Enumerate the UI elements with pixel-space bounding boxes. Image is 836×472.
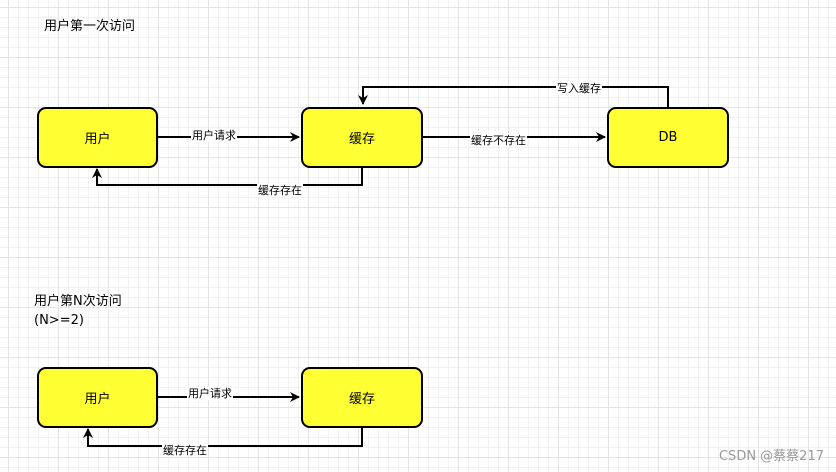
node-cache-2[interactable]: 缓存 (301, 367, 423, 428)
node-user-2[interactable]: 用户 (37, 367, 158, 428)
label-cache-exists-1: 缓存存在 (257, 184, 303, 197)
label-cache-not-exists-1: 缓存不存在 (470, 134, 527, 147)
node-cache-1[interactable]: 缓存 (301, 107, 423, 168)
edge-db-to-cache-1 (358, 86, 669, 107)
node-user-1[interactable]: 用户 (37, 107, 158, 168)
edge-cache-to-user-2 (83, 427, 363, 447)
diagram1-title: 用户第一次访问 (44, 19, 136, 34)
diagram2-title-line2: (N>=2) (34, 313, 84, 328)
diagram2-title-line1: 用户第N次访问 (34, 294, 122, 309)
watermark-text: CSDN @蔡蔡217 (718, 449, 824, 464)
label-user-request-2: 用户请求 (187, 387, 233, 400)
label-write-cache-1: 写入缓存 (556, 82, 602, 95)
node-db-1[interactable]: DB (607, 107, 729, 168)
label-cache-exists-2: 缓存存在 (162, 444, 208, 457)
label-user-request-1: 用户请求 (191, 129, 237, 142)
edge-cache-to-user-1 (92, 167, 363, 186)
